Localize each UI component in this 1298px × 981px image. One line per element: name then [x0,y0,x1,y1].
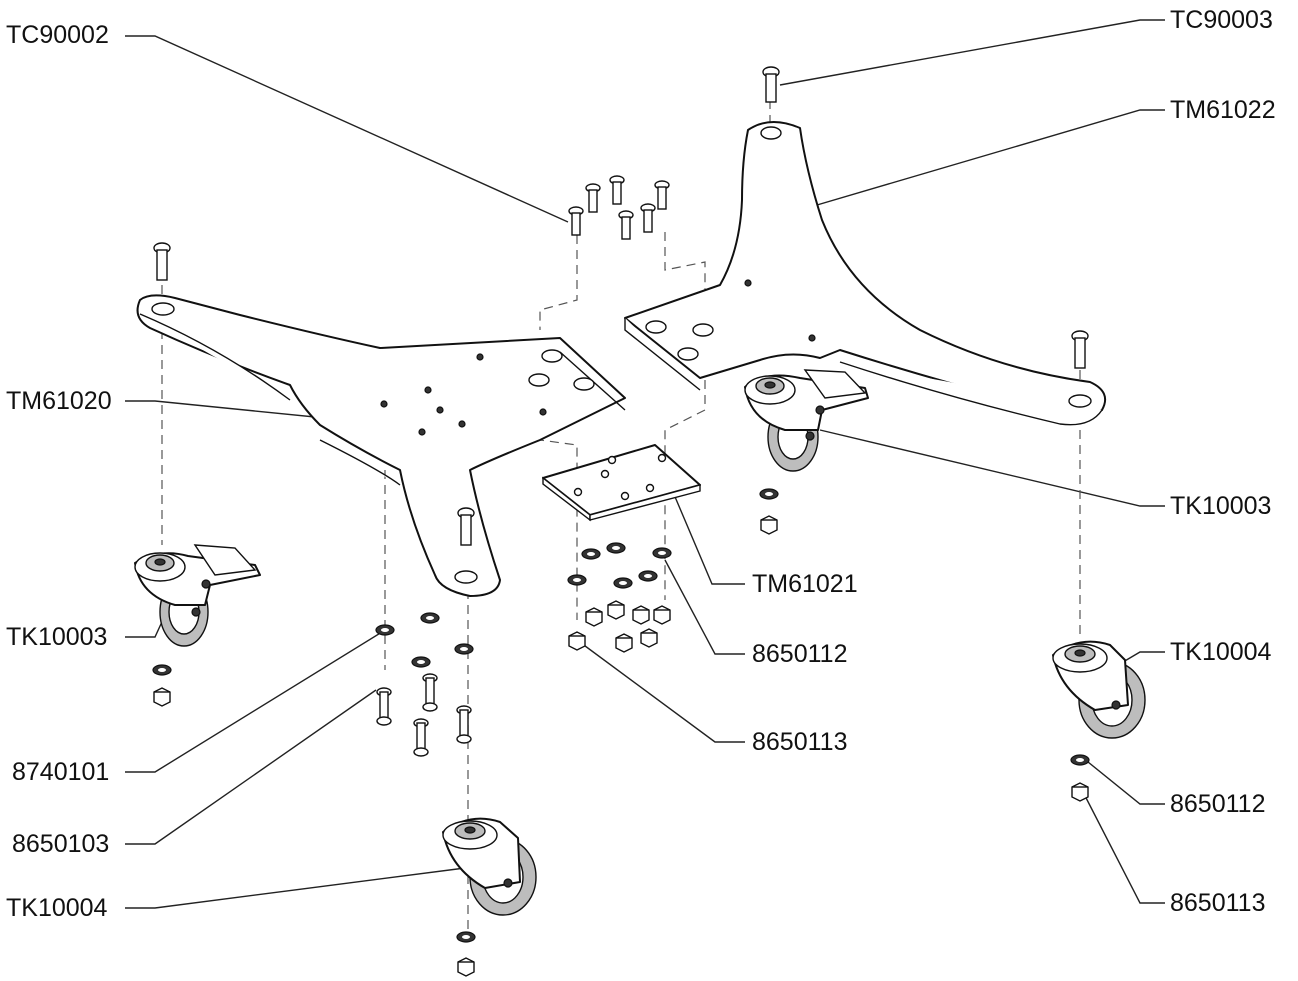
label-tm61021: TM61021 [752,570,858,598]
label-tm61022: TM61022 [1170,96,1276,124]
label-tk10004-bottom: TK10004 [6,894,108,922]
label-8650112-mid: 8650112 [752,640,848,668]
label-tk10003-right: TK10003 [1170,492,1272,520]
nuts [153,515,1089,977]
label-tc90003: TC90003 [1170,6,1273,34]
label-8650113-right: 8650113 [1170,889,1266,917]
label-tk10004-right: TK10004 [1170,638,1272,666]
left-base-plate [136,294,626,597]
label-tc90002: TC90002 [6,21,109,49]
screws [153,66,1089,546]
caster-with-brake-right [744,369,869,472]
label-tk10003-left: TK10003 [6,623,108,651]
label-tm61020: TM61020 [6,387,112,415]
caster-bottom [442,817,537,916]
center-plate [542,444,701,522]
label-8650103: 8650103 [12,830,110,858]
label-8650113-mid: 8650113 [752,728,848,756]
alignment-lines [161,100,1081,930]
caster-with-brake-left [134,544,261,647]
bolts [376,673,472,757]
washers [152,488,1090,943]
label-8740101: 8740101 [12,758,110,786]
caster-right [1052,640,1146,739]
leader-lines [125,19,1165,909]
right-base-plate [624,121,1106,426]
label-8650112-right: 8650112 [1170,790,1266,818]
